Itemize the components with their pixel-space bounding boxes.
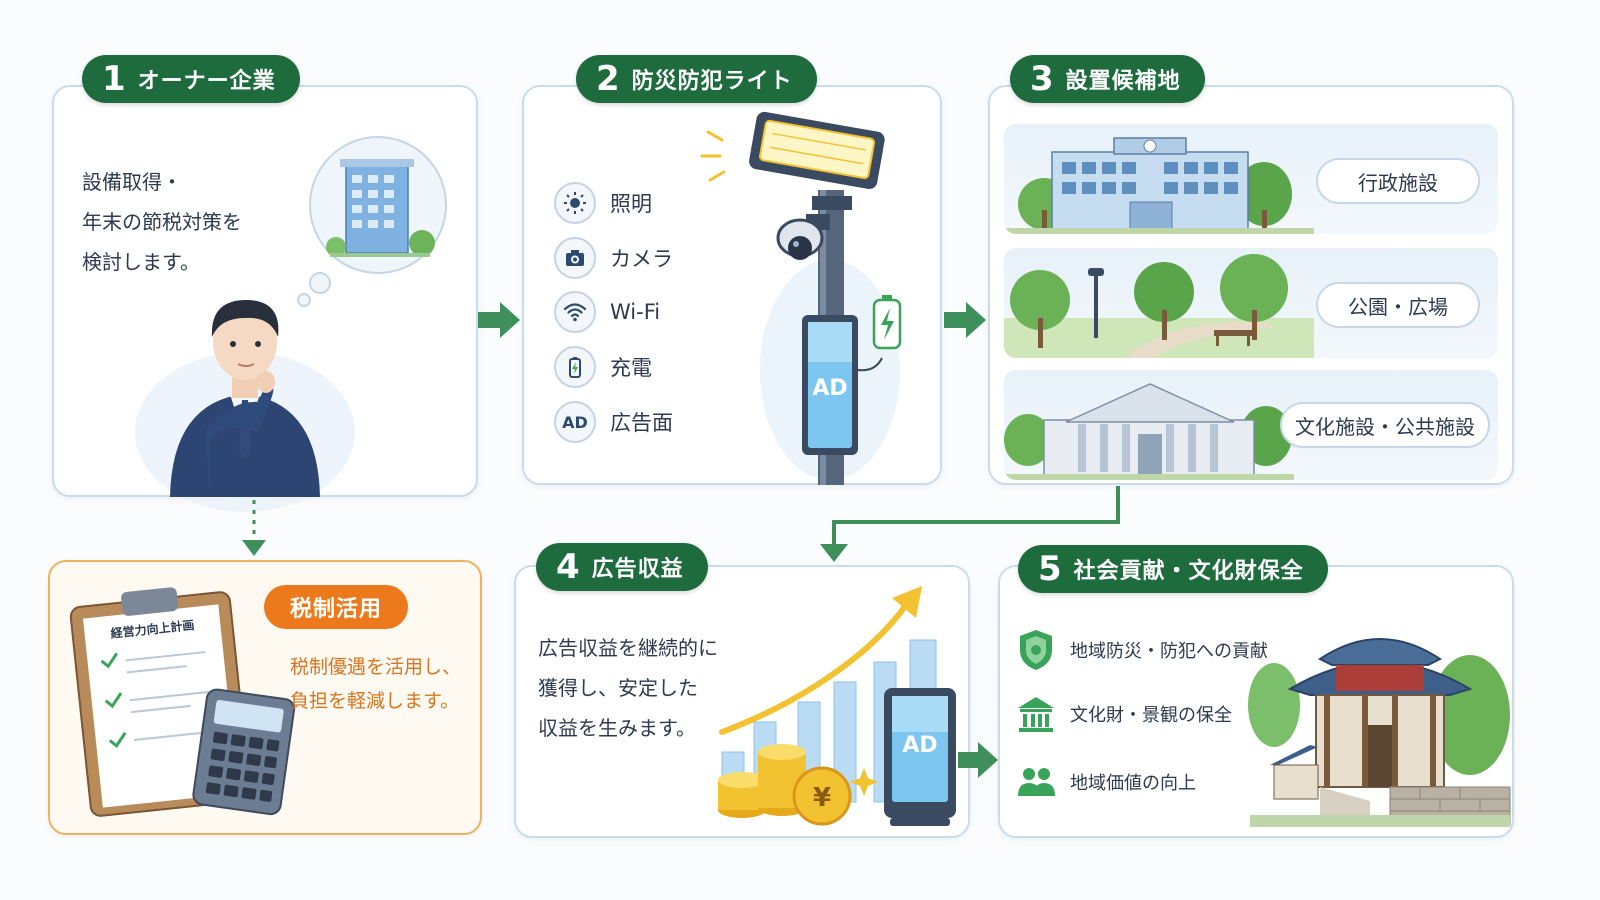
feature-label: 充電 [610,356,652,380]
ad-signage-text: AD [812,376,847,401]
site-government-facility: 行政施設 [1004,124,1498,234]
site-label: 行政施設 [1316,158,1480,204]
step-label: 社会貢献・文化財保全 [1073,559,1304,584]
step-number: 1 [102,59,126,99]
feature-label: Wi-Fi [610,300,661,324]
contribution-regional-value: 地域価値の向上 [1016,762,1196,802]
text-line: 負担を軽減します。 [290,690,460,712]
businessman-illustration [135,300,355,512]
feature-label: カメラ [610,247,673,271]
step-2-badge: 2 防災防犯ライト [576,55,817,103]
shield-icon [1020,630,1052,670]
feature-label: 広告面 [610,411,673,435]
step-number: 5 [1038,549,1062,589]
park-illustration [1004,254,1314,358]
government-building-illustration [1004,137,1314,234]
step-label: オーナー企業 [137,69,276,94]
text-line: 獲得し、安定した [538,676,698,700]
step-label: 広告収益 [591,557,684,582]
wifi-icon [554,291,596,333]
owner-description: 設備取得・ 年末の節税対策を 検討します。 [82,162,242,282]
step-number: 2 [596,59,620,99]
connector-3-to-4 [832,486,1120,548]
arrow-right-4-5 [958,742,998,778]
site-label: 文化施設・公共施設 [1280,402,1490,448]
step-number: 4 [556,547,580,587]
arrow-right-2-3 [944,302,986,338]
site-park-plaza: 公園・広場 [1004,248,1498,358]
step-number: 3 [1030,59,1054,99]
step-5-badge: 5 社会貢献・文化財保全 [1018,545,1328,593]
feature-charging: 充電 [554,346,652,388]
contribution-cultural-preservation: 文化財・景観の保全 [1016,694,1232,734]
text-line: 収益を生みます。 [538,716,696,740]
battery-charge-icon [554,346,596,388]
feature-ad-surface: AD 広告面 [554,401,673,443]
step-label: 設置候補地 [1065,69,1181,94]
arrow-head-down-4 [820,544,848,562]
ad-icon: AD [554,401,596,443]
step-label: 防災防犯ライト [631,69,793,94]
site-cultural-public-facility: 文化施設・公共施設 [1004,370,1498,480]
museum-icon [1018,697,1054,732]
feature-wifi: Wi-Fi [554,291,660,333]
revenue-description: 広告収益を継続的に 獲得し、安定した 収益を生みます。 [538,628,718,748]
feature-lighting: 照明 [554,182,652,224]
contribution-label: 文化財・景観の保全 [1070,705,1232,726]
clipboard-calculator-illustration: 経営力向上計画 [69,587,296,817]
site-label: 公園・広場 [1316,282,1480,328]
revenue-growth-illustration: ¥ AD [718,586,956,826]
camera-icon [554,237,596,279]
text-line: 検討します。 [82,250,200,274]
tax-description: 税制優遇を活用し、 負担を軽減します。 [290,650,461,718]
arrow-right-1-2 [478,302,520,338]
text-line: 広告収益を継続的に [538,636,718,660]
yen-coin-text: ¥ [813,783,831,813]
smart-light-pole-illustration: AD [700,111,902,485]
text-line: 税制優遇を活用し、 [290,656,462,678]
step-4-badge: 4 広告収益 [536,543,708,591]
contribution-label: 地域防災・防犯への貢献 [1070,641,1268,662]
contribution-label: 地域価値の向上 [1070,773,1196,794]
cultural-hall-illustration [1004,383,1294,480]
temple-illustration [1248,638,1511,827]
feature-label: 照明 [610,192,652,216]
contribution-disaster-prevention: 地域防災・防犯への貢献 [1016,628,1268,672]
text-line: 年末の節税対策を [82,210,242,234]
feature-camera: カメラ [554,237,673,279]
people-icon [1018,768,1055,796]
ad-signage-text: AD [902,733,937,758]
step-3-badge: 3 設置候補地 [1010,55,1205,103]
step-1-badge: 1 オーナー企業 [82,55,300,103]
sun-icon [554,182,596,224]
thought-bubble-building-illustration [297,136,447,307]
text-line: 設備取得・ [82,170,182,194]
tax-badge: 税制活用 [264,585,409,629]
arrow-head-down-tax [242,540,266,556]
